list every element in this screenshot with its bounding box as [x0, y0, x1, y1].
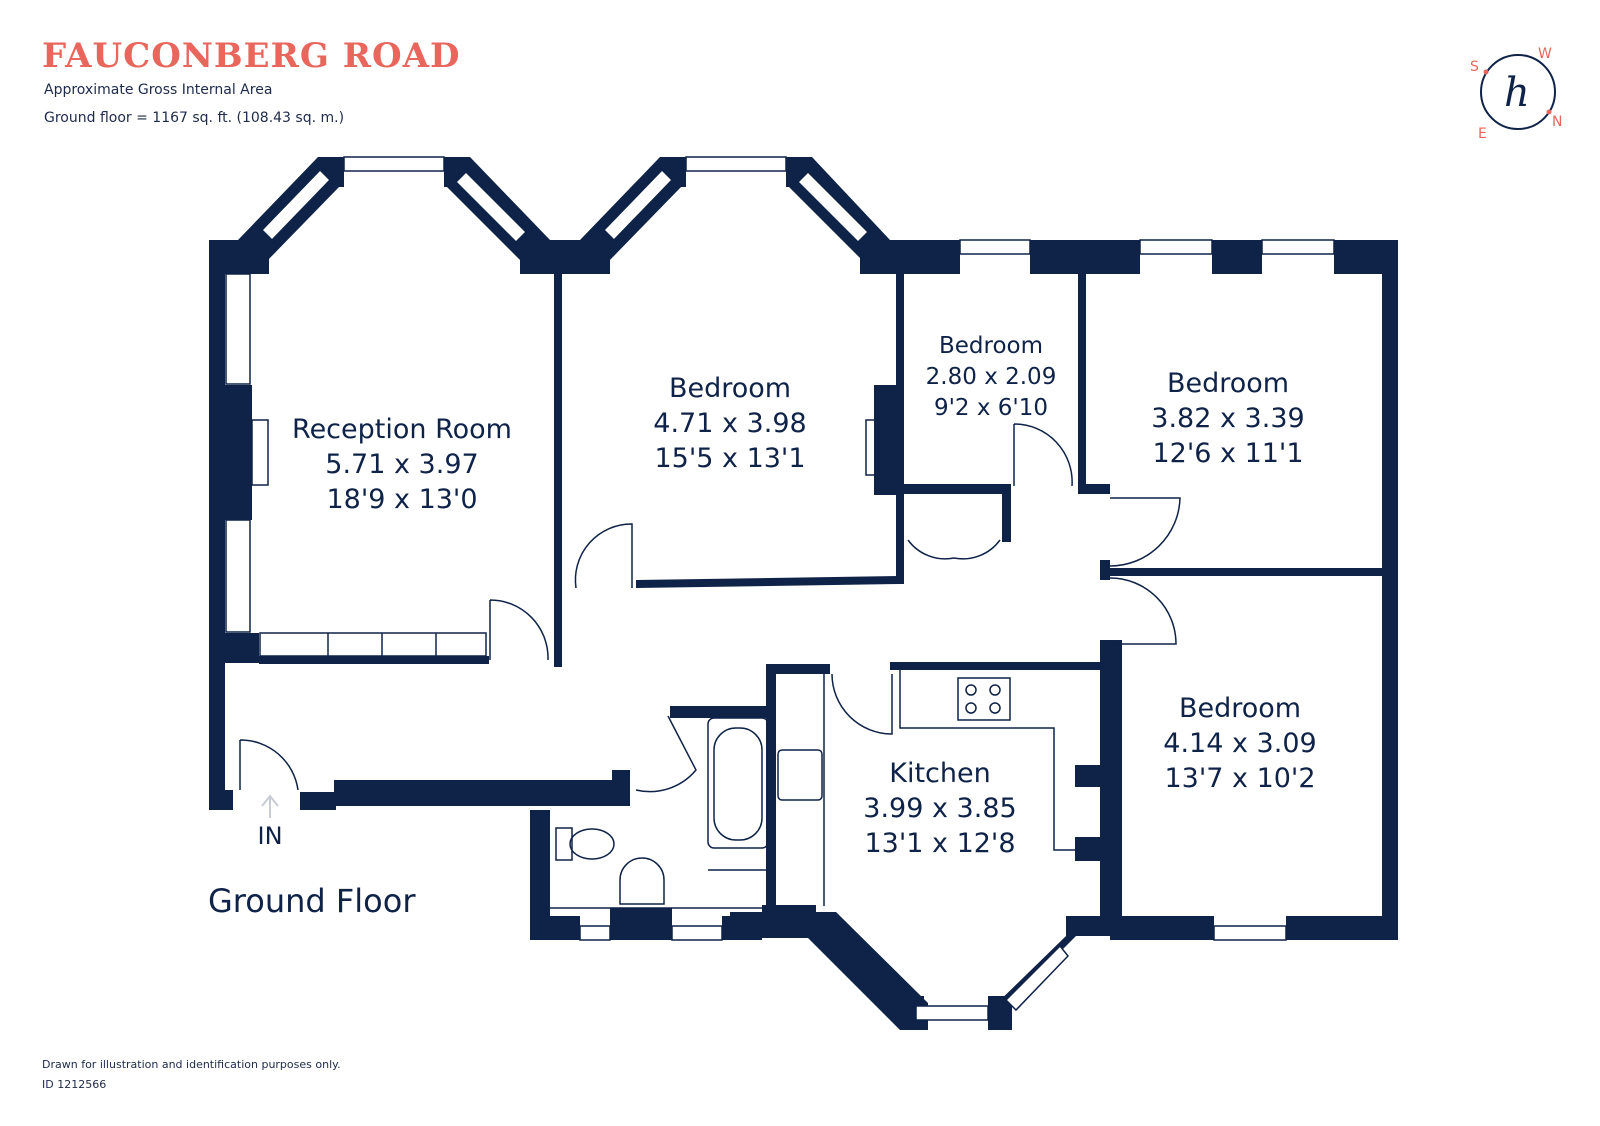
disclaimer: Drawn for illustration and identificatio…	[42, 1058, 341, 1071]
room-name: Bedroom	[1179, 693, 1301, 724]
floor-area: Ground floor = 1167 sq. ft. (108.43 sq. …	[44, 110, 345, 126]
compass-icon: S W E N h	[1470, 46, 1562, 142]
room-imperial: 9'2 x 6'10	[934, 395, 1048, 421]
room-name: Reception Room	[292, 414, 512, 445]
logo-letter: h	[1504, 70, 1530, 116]
plan-id: ID 1212566	[42, 1078, 107, 1091]
windows	[225, 156, 1335, 1021]
room-metric: 4.14 x 3.09	[1163, 728, 1316, 759]
room-label-reception: Reception Room 5.71 x 3.97 18'9 x 13'0	[292, 414, 512, 515]
compass-e: E	[1478, 126, 1487, 142]
room-metric: 4.71 x 3.98	[653, 408, 806, 439]
room-metric: 2.80 x 2.09	[926, 364, 1057, 390]
floor-label: Ground Floor	[208, 882, 416, 920]
room-imperial: 13'7 x 10'2	[1164, 763, 1315, 794]
room-imperial: 12'6 x 11'1	[1152, 438, 1303, 469]
fixtures	[239, 419, 1181, 909]
room-imperial: 13'1 x 12'8	[864, 828, 1015, 859]
entrance-arrow-icon	[261, 794, 279, 818]
room-imperial: 18'9 x 13'0	[326, 484, 477, 515]
room-label-bedroom-4: Bedroom 4.14 x 3.09 13'7 x 10'2	[1163, 693, 1316, 794]
room-label-bedroom-3: Bedroom 3.82 x 3.39 12'6 x 11'1	[1151, 368, 1304, 469]
room-label-bedroom-2: Bedroom 4.71 x 3.98 15'5 x 13'1	[653, 373, 806, 474]
compass-s: S	[1470, 59, 1479, 75]
room-name: Bedroom	[939, 333, 1043, 359]
room-name: Bedroom	[1167, 368, 1289, 399]
compass-n: N	[1552, 114, 1562, 130]
room-metric: 3.99 x 3.85	[863, 793, 1016, 824]
room-label-bedroom-small: Bedroom 2.80 x 2.09 9'2 x 6'10	[926, 333, 1057, 421]
room-metric: 3.82 x 3.39	[1151, 403, 1304, 434]
room-name: Kitchen	[889, 758, 990, 789]
plan-title: FAUCONBERG ROAD	[42, 36, 461, 76]
room-imperial: 15'5 x 13'1	[654, 443, 805, 474]
area-subtitle: Approximate Gross Internal Area	[44, 82, 273, 98]
room-label-kitchen: Kitchen 3.99 x 3.85 13'1 x 12'8	[863, 758, 1016, 859]
compass-w: W	[1538, 46, 1552, 62]
room-name: Bedroom	[669, 373, 791, 404]
room-metric: 5.71 x 3.97	[325, 449, 478, 480]
entrance-label: IN	[257, 822, 282, 850]
